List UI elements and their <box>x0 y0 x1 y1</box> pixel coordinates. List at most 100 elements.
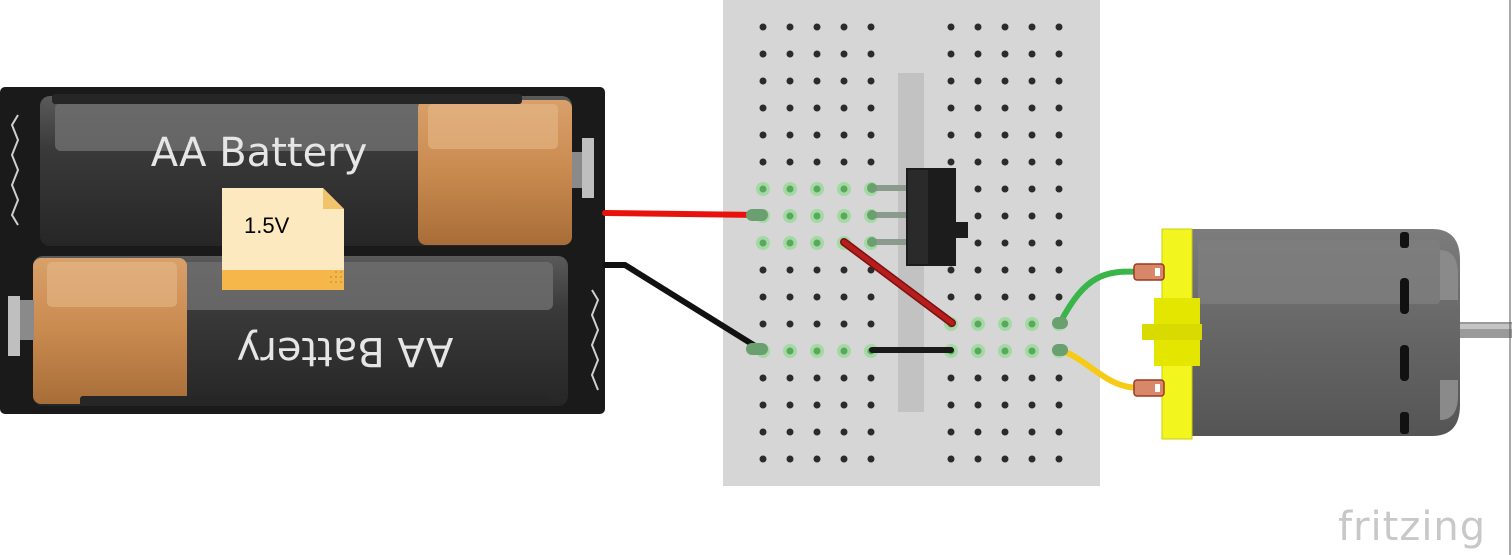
breadboard-hole <box>974 428 982 436</box>
breadboard-hole <box>1001 374 1009 382</box>
green-wire-motor <box>1057 268 1143 326</box>
hole-highlight <box>837 209 851 223</box>
breadboard-hole <box>1028 50 1036 58</box>
hole-highlight <box>837 344 851 358</box>
breadboard-hole <box>759 23 767 31</box>
breadboard-hole <box>1028 131 1036 139</box>
battery-bottom-label: AA Battery <box>237 328 454 374</box>
breadboard-hole <box>974 212 982 220</box>
breadboard-hole <box>947 428 955 436</box>
breadboard-hole <box>1028 428 1036 436</box>
breadboard-hole <box>840 77 848 85</box>
breadboard-hole <box>1055 158 1063 166</box>
hole-highlight <box>756 182 770 196</box>
breadboard-hole <box>786 401 794 409</box>
breadboard-hole <box>1055 266 1063 274</box>
breadboard-hole <box>947 266 955 274</box>
breadboard-hole <box>813 266 821 274</box>
breadboard-hole <box>1028 212 1036 220</box>
hole-highlight <box>1025 317 1039 331</box>
breadboard-hole <box>813 50 821 58</box>
breadboard-hole <box>867 50 875 58</box>
breadboard-hole <box>840 104 848 112</box>
switch-slider <box>954 222 968 238</box>
breadboard-hole <box>947 131 955 139</box>
breadboard-hole <box>1001 428 1009 436</box>
breadboard-hole <box>1055 401 1063 409</box>
breadboard-hole <box>1001 104 1009 112</box>
breadboard-hole <box>1028 266 1036 274</box>
breadboard-hole <box>867 158 875 166</box>
breadboard-hole <box>974 104 982 112</box>
breadboard-hole <box>947 158 955 166</box>
hole-highlight <box>971 344 985 358</box>
hole-highlight <box>1025 344 1039 358</box>
breadboard-hole <box>974 158 982 166</box>
breadboard-hole <box>1055 104 1063 112</box>
breadboard-hole <box>840 23 848 31</box>
breadboard-hole <box>974 185 982 193</box>
breadboard-hole <box>813 428 821 436</box>
hole-highlight <box>998 344 1012 358</box>
hole-highlight <box>810 182 824 196</box>
breadboard-hole <box>786 50 794 58</box>
motor-vent-4 <box>1400 412 1409 434</box>
breadboard-hole <box>867 320 875 328</box>
breadboard-hole <box>759 320 767 328</box>
dc-motor <box>1133 228 1512 440</box>
breadboard-hole <box>1055 293 1063 301</box>
breadboard-hole <box>813 158 821 166</box>
breadboard-hole <box>1055 239 1063 247</box>
breadboard-hole <box>759 77 767 85</box>
hole-highlight <box>783 344 797 358</box>
wire-end-green <box>1052 317 1068 329</box>
breadboard-hole <box>974 131 982 139</box>
voltage-note: 1.5V <box>222 188 344 290</box>
hole-highlight <box>783 182 797 196</box>
breadboard-hole <box>786 293 794 301</box>
breadboard-hole <box>813 293 821 301</box>
breadboard-hole <box>759 401 767 409</box>
breadboard-hole <box>867 131 875 139</box>
yellow-wire-motor <box>1057 347 1143 391</box>
hole-highlight <box>971 317 985 331</box>
breadboard-hole <box>947 50 955 58</box>
breadboard-hole <box>947 77 955 85</box>
breadboard-hole <box>867 77 875 85</box>
motor-vent-1 <box>1400 232 1409 248</box>
breadboard-hole <box>759 131 767 139</box>
breadboard-hole <box>867 293 875 301</box>
fritzing-watermark: fritzing <box>1338 504 1486 550</box>
slide-switch <box>867 168 968 266</box>
hole-highlight <box>810 236 824 250</box>
breadboard-hole <box>840 320 848 328</box>
battery-spring-left <box>10 114 20 226</box>
breadboard-hole <box>1028 158 1036 166</box>
battery-top-terminal <box>572 152 584 188</box>
breadboard-hole <box>786 320 794 328</box>
breadboard-hole <box>1055 50 1063 58</box>
breadboard-hole <box>840 374 848 382</box>
breadboard-hole <box>840 455 848 463</box>
breadboard-hole <box>1028 455 1036 463</box>
breadboard-hole <box>1028 239 1036 247</box>
breadboard <box>723 0 1100 486</box>
black-wire-battery <box>602 262 763 352</box>
switch-pin-2 <box>870 212 910 218</box>
breadboard-hole <box>840 50 848 58</box>
breadboard-hole <box>840 131 848 139</box>
breadboard-hole <box>759 293 767 301</box>
breadboard-hole <box>1001 50 1009 58</box>
breadboard-hole <box>1001 131 1009 139</box>
breadboard-hole <box>1001 77 1009 85</box>
breadboard-hole <box>840 293 848 301</box>
hole-highlight <box>837 182 851 196</box>
breadboard-hole <box>867 104 875 112</box>
breadboard-hole <box>1001 401 1009 409</box>
breadboard-hole <box>867 401 875 409</box>
breadboard-hole <box>1055 374 1063 382</box>
breadboard-hole <box>947 104 955 112</box>
breadboard-hole <box>1028 77 1036 85</box>
battery-cell-top: AA Battery <box>40 94 594 246</box>
